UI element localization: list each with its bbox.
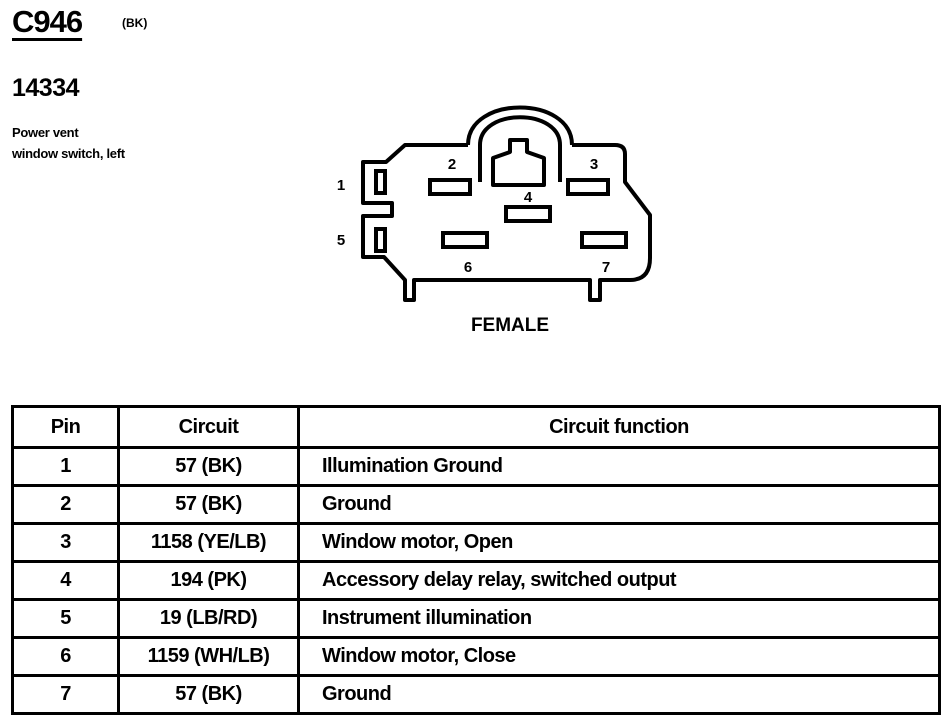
pin-cavity-3 bbox=[566, 178, 610, 196]
cell-function: Instrument illumination bbox=[297, 598, 941, 639]
latch-inner-arch bbox=[478, 115, 562, 182]
pinout-table: Pin Circuit Circuit function 1 57 (BK) I… bbox=[11, 405, 941, 715]
latch-tab bbox=[491, 138, 546, 187]
header-pin: Pin bbox=[11, 405, 120, 449]
cell-function: Illumination Ground bbox=[297, 446, 941, 487]
cell-pin: 6 bbox=[11, 636, 120, 677]
latch-outer-arch bbox=[466, 105, 574, 146]
pin-cavity-5 bbox=[374, 227, 387, 253]
cell-circuit: 57 (BK) bbox=[117, 674, 300, 715]
pin-cavity-2 bbox=[428, 178, 472, 196]
cell-circuit: 194 (PK) bbox=[117, 560, 300, 601]
cell-function: Window motor, Close bbox=[297, 636, 941, 677]
cell-circuit: 19 (LB/RD) bbox=[117, 598, 300, 639]
pin-cavity-1 bbox=[374, 169, 387, 195]
pin-label-4: 4 bbox=[524, 189, 533, 206]
cell-function: Window motor, Open bbox=[297, 522, 941, 563]
pin-cavity-4 bbox=[504, 205, 552, 223]
cell-circuit: 57 (BK) bbox=[117, 446, 300, 487]
table-header-row: Pin Circuit Circuit function bbox=[11, 405, 941, 449]
pin-label-7: 7 bbox=[602, 259, 610, 276]
connector-face-diagram: 1 5 2 3 4 6 7 FEMALE bbox=[337, 105, 652, 336]
header-circuit-function: Circuit function bbox=[297, 405, 941, 449]
part-number: 14334 bbox=[12, 74, 80, 102]
connector-id: C946 bbox=[12, 4, 83, 39]
cell-pin: 1 bbox=[11, 446, 120, 487]
pin-cavity-6 bbox=[441, 231, 489, 249]
connector-gender-label: FEMALE bbox=[471, 315, 549, 336]
connector-color: (BK) bbox=[122, 16, 148, 30]
table-row: 6 1159 (WH/LB) Window motor, Close bbox=[11, 636, 941, 677]
pin-label-2: 2 bbox=[448, 156, 456, 173]
cell-circuit: 1158 (YE/LB) bbox=[117, 522, 300, 563]
pin-cavity-7 bbox=[580, 231, 628, 249]
cell-pin: 5 bbox=[11, 598, 120, 639]
cell-pin: 4 bbox=[11, 560, 120, 601]
cell-circuit: 1159 (WH/LB) bbox=[117, 636, 300, 677]
cell-pin: 3 bbox=[11, 522, 120, 563]
table-row: 1 57 (BK) Illumination Ground bbox=[11, 446, 941, 487]
table-row: 7 57 (BK) Ground bbox=[11, 674, 941, 715]
cell-pin: 2 bbox=[11, 484, 120, 525]
table-row: 2 57 (BK) Ground bbox=[11, 484, 941, 525]
pin-label-1: 1 bbox=[337, 177, 345, 194]
component-description: Power vent window switch, left bbox=[12, 122, 125, 164]
description-line-2: window switch, left bbox=[12, 146, 125, 161]
pin-label-5: 5 bbox=[337, 232, 345, 249]
cell-function: Ground bbox=[297, 484, 941, 525]
table-row: 4 194 (PK) Accessory delay relay, switch… bbox=[11, 560, 941, 601]
pin-label-3: 3 bbox=[590, 156, 598, 173]
table-row: 3 1158 (YE/LB) Window motor, Open bbox=[11, 522, 941, 563]
cell-function: Ground bbox=[297, 674, 941, 715]
header-circuit: Circuit bbox=[117, 405, 300, 449]
connector-outline bbox=[361, 143, 652, 302]
cell-function: Accessory delay relay, switched output bbox=[297, 560, 941, 601]
description-line-1: Power vent bbox=[12, 125, 79, 140]
pin-label-6: 6 bbox=[464, 259, 472, 276]
table-row: 5 19 (LB/RD) Instrument illumination bbox=[11, 598, 941, 639]
cell-circuit: 57 (BK) bbox=[117, 484, 300, 525]
cell-pin: 7 bbox=[11, 674, 120, 715]
